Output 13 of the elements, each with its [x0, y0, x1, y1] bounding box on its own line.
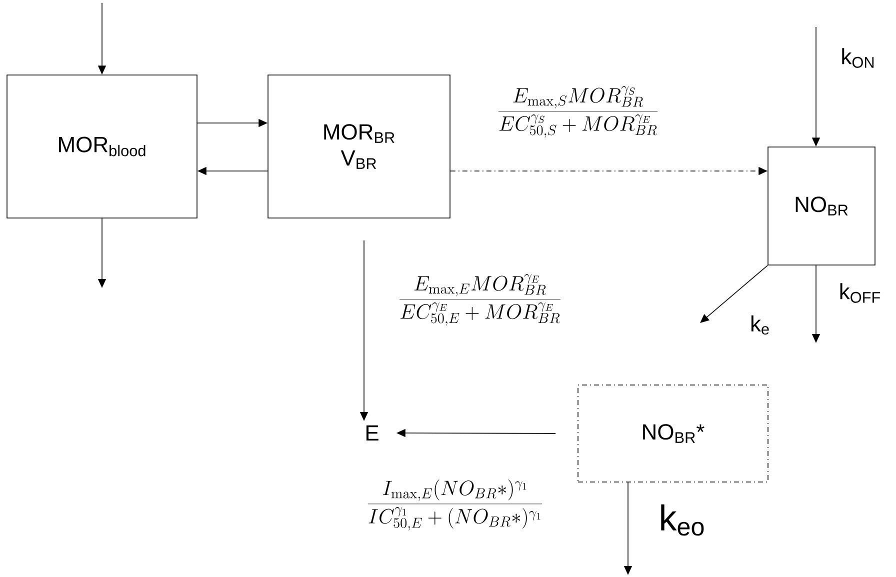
rate-label: k$_{eo}$: [658, 503, 706, 537]
arrow: [700, 265, 768, 323]
rate-formula: $\frac{I_{\max,E}(NO_{BR}*)^{\gamma_1}}{IC_{50,E}^{\gamma_1}+(NO_{BR}*)^{\gamma_1}}$: [366, 478, 544, 532]
process-box: NO$_{BR}$: [768, 146, 876, 266]
process-box: MOR$_{BR}$ V$_{BR}$: [268, 74, 450, 218]
process-box: MOR$_{blood}$: [6, 74, 198, 218]
rate-label: k$_{ON}$: [840, 47, 876, 69]
effect-label: E: [366, 425, 378, 441]
rate-label: k$_{OFF}$: [838, 282, 882, 304]
process-box: NO$_{BR}$*: [578, 384, 768, 482]
rate-formula: $\frac{E_{\max,S}MOR_{BR}^{\gamma_S}}{EC_{50,S}^{\gamma_S}+MOR_{BR}^{\gamma_E}}$: [496, 85, 660, 139]
rate-label: k$_{e}$: [748, 314, 772, 336]
rate-formula: $\frac{E_{\max,E}MOR_{BR}^{\gamma_E}}{EC_{50,E}^{\gamma_E}+MOR_{BR}^{\gamma_E}}$: [397, 273, 563, 327]
